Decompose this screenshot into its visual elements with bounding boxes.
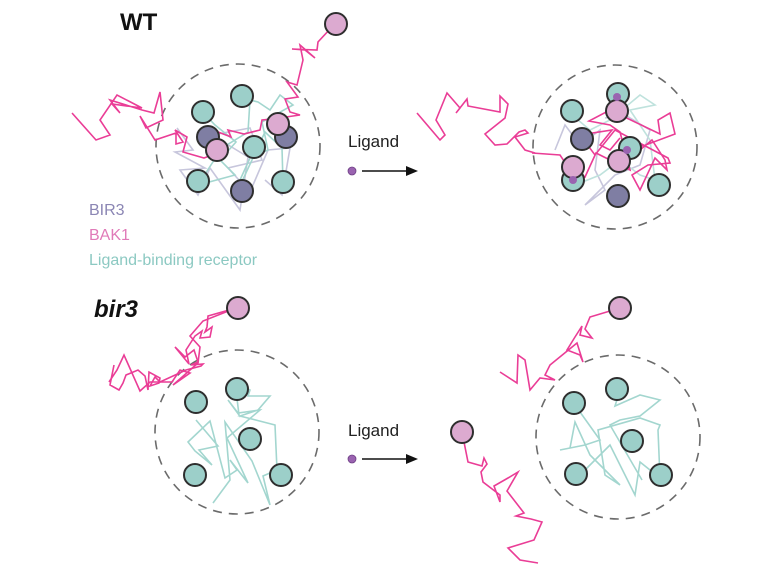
- bir3-title: bir3: [94, 296, 139, 323]
- wt-ligand-arrow: Ligand: [347, 132, 418, 176]
- wt-title: WT: [120, 9, 158, 36]
- receptor-molecule: [647, 173, 671, 197]
- receptor-molecule: [560, 99, 584, 123]
- arrow-head-icon: [406, 454, 418, 464]
- bak1-molecule: [324, 12, 348, 36]
- receptor-molecule: [620, 429, 644, 453]
- wt-before: [71, 12, 348, 229]
- arrow-head-icon: [406, 166, 418, 176]
- ligand-icon: [347, 454, 357, 464]
- receptor-molecule: [191, 100, 215, 124]
- bak1-trace: [416, 91, 676, 192]
- bak1-trace: [461, 431, 544, 564]
- bak1-trace: [499, 307, 621, 392]
- receptor-trace: [186, 380, 278, 506]
- receptor-molecule: [649, 463, 673, 487]
- wt-panel: WT BIR3 BAK1 Ligand-bi: [71, 9, 698, 269]
- bak1-molecule: [605, 99, 629, 123]
- ligand-label: Ligand: [348, 421, 399, 440]
- ligand-icon: [347, 166, 357, 176]
- bak1-trace: [108, 307, 237, 393]
- receptor-molecule: [564, 462, 588, 486]
- legend-bak1: BAK1: [89, 227, 130, 244]
- bak1-molecule: [608, 296, 632, 320]
- bir3-after: [450, 296, 701, 564]
- receptor-molecule: [271, 170, 295, 194]
- legend: BIR3 BAK1 Ligand-binding receptor: [89, 202, 258, 269]
- ligand-bound: [569, 176, 577, 184]
- bir3-molecule: [570, 127, 594, 151]
- receptor-molecule: [242, 135, 266, 159]
- legend-receptor: Ligand-binding receptor: [89, 252, 258, 269]
- nanodomain-boundary: [154, 349, 320, 515]
- bir3-molecule: [230, 179, 254, 203]
- receptor-molecule: [269, 463, 293, 487]
- bak1-molecule: [561, 155, 585, 179]
- nanodomain-boundary: [155, 63, 321, 229]
- receptor-molecule: [184, 390, 208, 414]
- bir3-trace: [172, 127, 291, 213]
- nanodomain-boundary: [532, 64, 698, 230]
- receptor-molecule: [238, 427, 262, 451]
- ligand-label: Ligand: [348, 132, 399, 151]
- receptor-molecule: [225, 377, 249, 401]
- receptor-molecule: [183, 463, 207, 487]
- wt-after: [416, 64, 698, 230]
- bak1-molecule: [226, 296, 250, 320]
- receptor-molecule: [562, 391, 586, 415]
- bir3-molecule: [606, 184, 630, 208]
- receptor-trace: [608, 389, 662, 481]
- bak1-molecule: [450, 420, 474, 444]
- bak1-molecule: [607, 149, 631, 173]
- receptor-molecule: [605, 377, 629, 401]
- ligand-bound: [613, 93, 621, 101]
- bak1-trace: [109, 307, 237, 392]
- legend-bir3: BIR3: [89, 202, 125, 219]
- nanodomain-boundary: [535, 354, 701, 520]
- bir3-ligand-arrow: Ligand: [347, 421, 418, 464]
- receptor-molecule: [186, 169, 210, 193]
- bak1-molecule: [205, 138, 229, 162]
- bir3-panel: bir3 Ligand: [94, 296, 701, 564]
- receptor-molecule: [230, 84, 254, 108]
- bir3-before: [108, 296, 320, 515]
- bak1-molecule: [266, 112, 290, 136]
- receptor-trace: [559, 404, 662, 498]
- ligand-bound: [623, 146, 631, 154]
